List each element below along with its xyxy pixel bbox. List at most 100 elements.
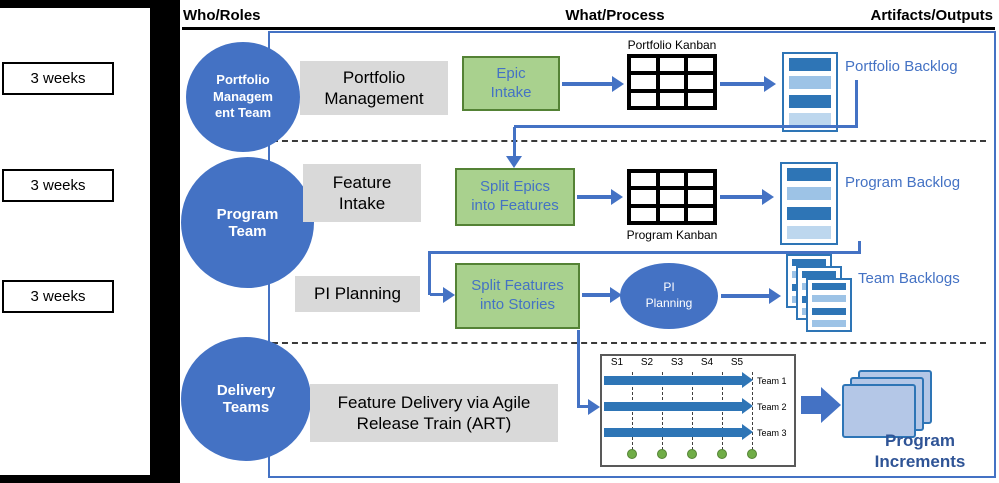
- kanban-cell: [631, 92, 656, 106]
- big-arrow-body: [801, 396, 821, 414]
- arrow-kanban-to-program-backlog-head: [762, 189, 774, 205]
- kanban-cell: [659, 92, 685, 106]
- kanban-cell: [659, 75, 685, 89]
- portfolio-backlog-stack: [782, 52, 838, 132]
- kanban-cell: [688, 58, 713, 72]
- kanban-cell: [631, 173, 656, 187]
- feature-intake-box: Feature Intake: [303, 164, 421, 222]
- epic-intake-box: Epic Intake: [462, 56, 560, 111]
- backlog-bar: [787, 187, 831, 201]
- header-who-roles: Who/Roles: [183, 7, 261, 24]
- elbow-portfolio-to-program-h: [514, 125, 858, 128]
- elbow-backlog-to-stories-head: [443, 287, 455, 303]
- team-backlog-card: [806, 278, 852, 332]
- program-backlog-label: Program Backlog: [845, 174, 961, 191]
- elbow-portfolio-to-program-v1: [855, 80, 858, 127]
- backlog-bar: [787, 225, 831, 239]
- backlog-bar: [812, 283, 846, 290]
- program-team-circle: Program Team: [181, 157, 314, 288]
- kanban-cell: [631, 75, 656, 89]
- program-increments-label: Program Increments: [874, 431, 966, 472]
- kanban-cell: [631, 58, 656, 72]
- team3-arrow-shaft: [604, 428, 742, 437]
- arrow-pi-to-team-backlogs-head: [769, 288, 781, 304]
- backlog-bar: [787, 168, 831, 181]
- sprint-divider: [722, 372, 723, 450]
- team3-label: Team 3: [757, 428, 787, 438]
- team2-label: Team 2: [757, 402, 787, 412]
- arrow-kanban-to-portfolio-backlog-shaft: [720, 82, 768, 86]
- sprint-label-s3: S3: [670, 357, 684, 368]
- elbow-backlog-to-stories-v1: [858, 241, 861, 254]
- portfolio-kanban-grid: [627, 54, 717, 110]
- arrow-stories-to-pi-shaft: [582, 293, 614, 297]
- cadence-label: 3 weeks: [30, 177, 86, 194]
- arrow-split-epics-to-kanban-shaft: [577, 195, 615, 199]
- portfolio-management-box: Portfolio Management: [300, 61, 448, 115]
- elbow-to-art-head: [588, 399, 600, 415]
- feature-intake-label: Feature Intake: [332, 172, 392, 213]
- sprint-divider: [662, 372, 663, 450]
- portfolio-team-circle: Portfolio Managem ent Team: [186, 42, 300, 152]
- left-rail-top-bar: [0, 0, 152, 8]
- arrow-kanban-to-portfolio-backlog-head: [764, 76, 776, 92]
- elbow-to-art-v: [577, 330, 580, 408]
- split-features-label: Split Features into Stories: [471, 277, 564, 313]
- portfolio-backlog-label: Portfolio Backlog: [845, 58, 958, 75]
- elbow-backlog-to-stories-v2: [428, 251, 431, 295]
- left-rail-bottom-bar: [0, 475, 152, 483]
- team3-arrow-head: [742, 424, 753, 440]
- sprint-milestone-dot: [747, 449, 757, 459]
- split-features-box: Split Features into Stories: [455, 263, 580, 329]
- portfolio-team-line1: Portfolio: [216, 71, 270, 87]
- elbow-to-art-stub: [577, 405, 591, 408]
- sprint-milestone-dot: [627, 449, 637, 459]
- sprint-label-s4: S4: [700, 357, 714, 368]
- sprint-label-s2: S2: [640, 357, 654, 368]
- cadence-label: 3 weeks: [30, 288, 86, 305]
- elbow-portfolio-to-program-v2: [513, 127, 516, 158]
- increment-page-front: [842, 384, 916, 438]
- big-arrow-head: [821, 387, 841, 423]
- sprint-label-s1: S1: [610, 357, 624, 368]
- kanban-cell: [688, 207, 713, 221]
- team1-arrow-head: [742, 372, 753, 388]
- cadence-box-2: 3 weeks: [2, 169, 114, 202]
- kanban-cell: [688, 173, 713, 187]
- sprint-milestone-dot: [657, 449, 667, 459]
- header-underline: [182, 27, 995, 30]
- backlog-bar: [789, 76, 831, 90]
- team2-arrow-shaft: [604, 402, 742, 411]
- backlog-bar: [792, 259, 826, 266]
- header-artifacts-outputs: Artifacts/Outputs: [870, 7, 993, 24]
- backlog-bar: [789, 58, 831, 71]
- backlog-bar: [787, 206, 831, 220]
- sprint-milestone-dot: [717, 449, 727, 459]
- kanban-cell: [631, 207, 656, 221]
- cadence-box-3: 3 weeks: [2, 280, 114, 313]
- backlog-bar: [812, 319, 846, 327]
- sprint-divider: [692, 372, 693, 450]
- kanban-cell: [659, 173, 685, 187]
- program-kanban-label: Program Kanban: [626, 228, 718, 242]
- arrow-kanban-to-program-backlog-shaft: [720, 195, 766, 199]
- epic-intake-label: Epic Intake: [490, 64, 532, 101]
- split-epics-box: Split Epics into Features: [455, 168, 575, 226]
- team-backlogs-label: Team Backlogs: [858, 270, 960, 287]
- backlog-bar: [789, 94, 831, 108]
- header-what-process: What/Process: [565, 7, 665, 24]
- arrow-epic-to-kanban-shaft: [562, 82, 616, 86]
- left-rail-divider: [150, 0, 180, 483]
- feature-delivery-label: Feature Delivery via Agile Release Train…: [337, 392, 531, 433]
- team1-arrow-shaft: [604, 376, 742, 385]
- pi-planning-process-box: PI Planning: [295, 276, 420, 312]
- pi-planning-event-label: PI Planning: [645, 280, 693, 310]
- lane-divider-program-delivery: [272, 342, 986, 344]
- cadence-box-1: 3 weeks: [2, 62, 114, 95]
- portfolio-management-label: Portfolio Management: [324, 67, 424, 108]
- program-kanban-grid: [627, 169, 717, 225]
- portfolio-team-line3: ent Team: [214, 105, 272, 121]
- kanban-cell: [688, 92, 713, 106]
- arrow-stories-to-pi-head: [610, 287, 622, 303]
- portfolio-team-line2: Managem: [213, 88, 273, 104]
